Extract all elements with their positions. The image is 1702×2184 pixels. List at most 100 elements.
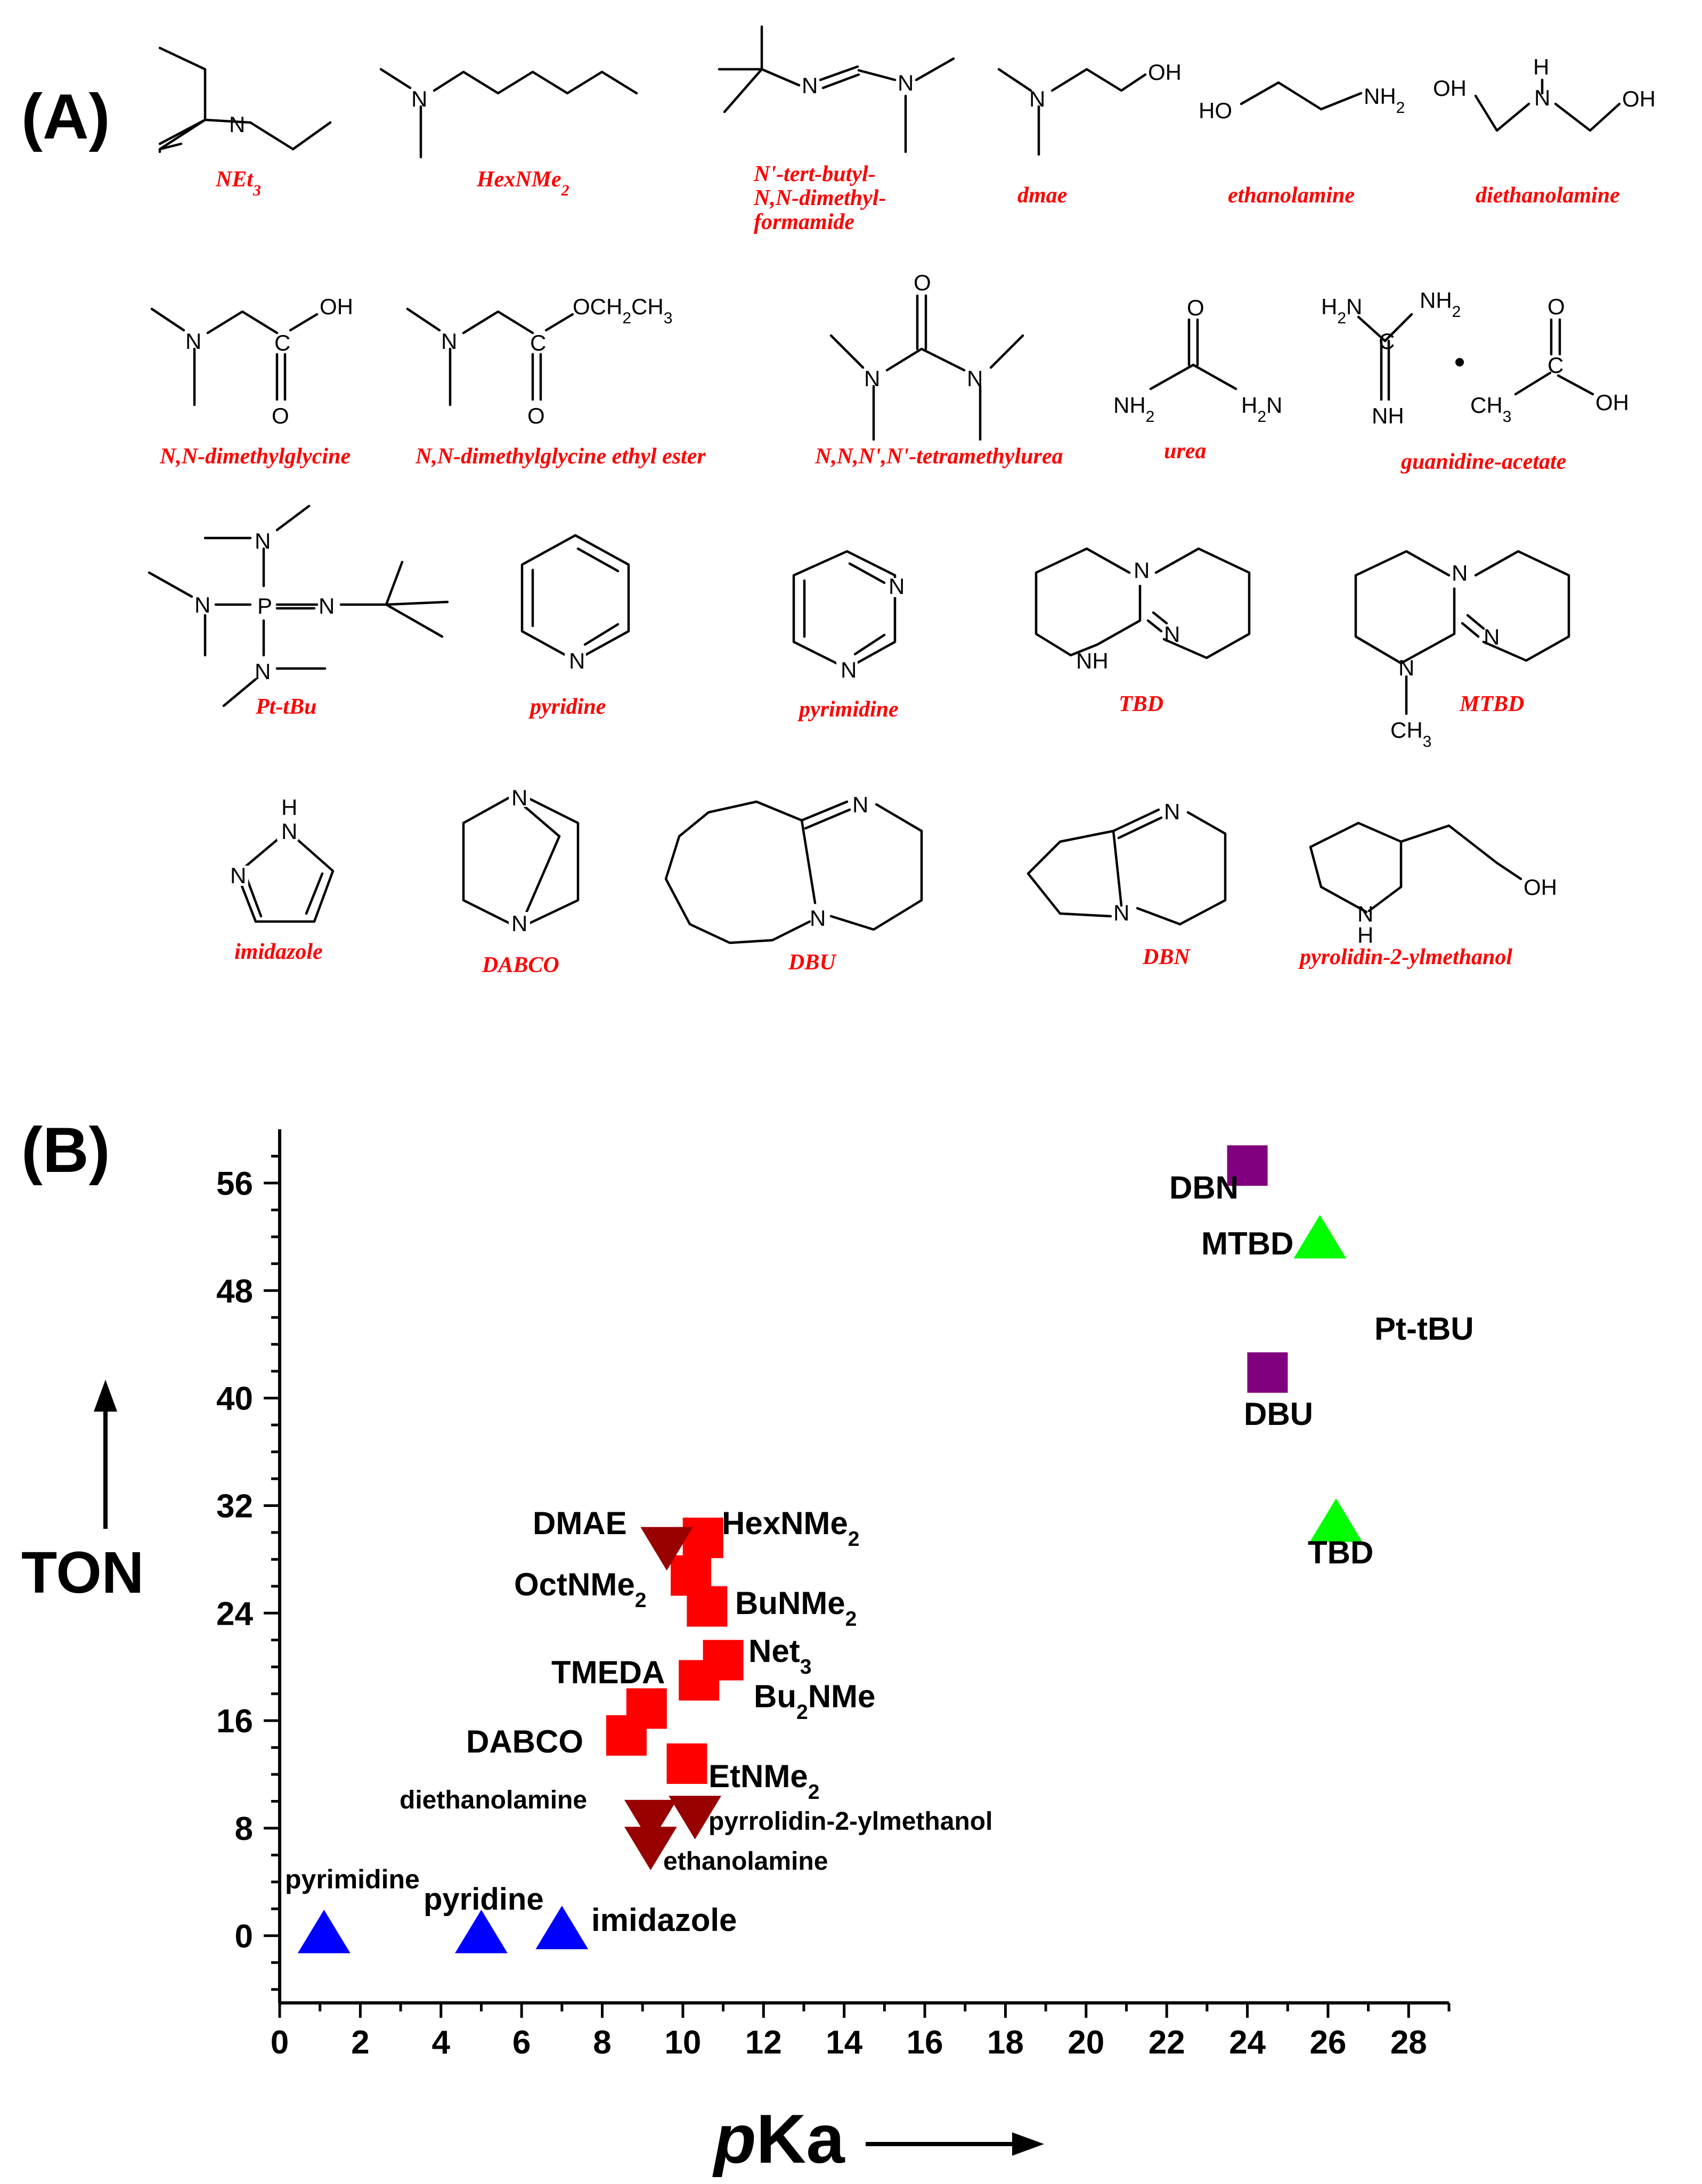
svg-text:O: O <box>272 403 289 428</box>
y-tick-label: 56 <box>216 1166 253 1202</box>
point-label: pyrimidine <box>285 1864 420 1894</box>
structure-tmu: N N O N,N,N',N'-tetramethylurea <box>815 270 1063 469</box>
svg-text:N: N <box>1134 558 1150 583</box>
x-tick-label: 26 <box>1309 2024 1346 2061</box>
name-dbn: DBN <box>1142 945 1191 969</box>
data-point-triangle-down <box>669 1796 722 1839</box>
y-tick-label: 48 <box>216 1273 253 1310</box>
data-point-triangle-up <box>1309 1498 1363 1542</box>
x-axis-title: pKa <box>712 2100 845 2178</box>
structure-dbu: N N DBU <box>664 792 923 975</box>
svg-text:N: N <box>889 574 905 599</box>
svg-text:N: N <box>569 648 585 673</box>
x-axis-arrow-head <box>1012 2132 1044 2156</box>
structure-pyrrolidinylmethanol: N H OH pyrolidin-2-ylmethanol <box>1298 821 1557 969</box>
svg-text:CH3: CH3 <box>1390 718 1431 751</box>
svg-text:N: N <box>229 112 245 137</box>
svg-text:N: N <box>1452 560 1468 585</box>
data-point-square <box>682 1518 723 1559</box>
svg-text:N: N <box>810 906 826 931</box>
svg-text:N: N <box>185 329 201 354</box>
data-point-triangle-down <box>624 1799 677 1844</box>
svg-text:N: N <box>1398 655 1414 680</box>
svg-text:N,N-dimethyl-: N,N-dimethyl- <box>753 186 886 210</box>
svg-text:N: N <box>1113 900 1129 925</box>
svg-text:O: O <box>1187 295 1204 320</box>
point-label: ethanolamine <box>663 1847 828 1876</box>
x-tick-label: 24 <box>1229 2024 1266 2061</box>
svg-text:O: O <box>527 403 545 428</box>
data-point-triangle-down <box>624 1827 677 1871</box>
data-point-triangle-up <box>1293 1215 1347 1259</box>
svg-text:C: C <box>530 330 546 355</box>
name-mtbd: MTBD <box>1459 692 1524 716</box>
x-tick-label: 8 <box>593 2024 611 2061</box>
x-tick-label: 6 <box>512 2024 531 2061</box>
structure-ethanolamine: HO NH2 ethanolamine <box>1199 81 1405 208</box>
svg-text:N: N <box>281 819 297 844</box>
svg-text:P: P <box>257 593 272 618</box>
y-tick-label: 16 <box>216 1703 253 1740</box>
x-tick-label: 16 <box>907 2024 943 2061</box>
svg-text:H2N: H2N <box>1241 393 1282 426</box>
point-label: OctNMe2 <box>514 1567 646 1612</box>
y-tick-label: 32 <box>216 1488 253 1525</box>
structure-dabco: N N DABCO <box>462 785 580 977</box>
name-diethanolamine: diethanolamine <box>1476 183 1620 208</box>
structure-urea: O NH2 H2N urea <box>1113 295 1282 463</box>
svg-text:OH: OH <box>320 294 353 319</box>
svg-text:OH: OH <box>1595 390 1629 415</box>
svg-text:N: N <box>194 592 210 617</box>
structure-pt-tbu: N N P N N Pt-tBu <box>148 504 449 719</box>
point-label: TMEDA <box>551 1655 665 1690</box>
panel-a-label: (A) <box>21 81 110 152</box>
svg-text:N: N <box>841 657 857 682</box>
svg-text:C: C <box>1379 329 1395 354</box>
svg-text:N: N <box>230 863 246 888</box>
svg-text:N'-tert-butyl-: N'-tert-butyl- <box>753 162 876 186</box>
name-dabco: DABCO <box>482 953 559 977</box>
name-dmg-ester: N,N-dimethylglycine ethyl ester <box>415 444 706 469</box>
svg-text:HO: HO <box>1199 98 1232 123</box>
point-label: pyrrolidin-2-ylmethanol <box>709 1807 992 1836</box>
svg-text:N: N <box>852 792 868 817</box>
svg-text:N: N <box>255 528 271 553</box>
data-point-square <box>687 1586 728 1627</box>
data-point-square <box>606 1715 647 1756</box>
svg-text:N: N <box>1164 622 1180 647</box>
point-label: pyridine <box>424 1882 544 1917</box>
svg-text:N: N <box>319 593 335 618</box>
structure-dmg-ester: N C O OCH2CH3 N,N-dimethylglycine ethyl … <box>406 294 706 469</box>
y-tick-label: 8 <box>235 1811 253 1847</box>
svg-text:N: N <box>1029 86 1045 111</box>
name-dmg: N,N-dimethylglycine <box>159 444 351 469</box>
svg-text:N: N <box>898 70 914 95</box>
data-point-triangle-up <box>455 1910 508 1953</box>
name-urea: urea <box>1164 439 1206 463</box>
svg-text:H: H <box>1357 923 1373 948</box>
svg-text:H: H <box>281 795 297 820</box>
svg-text:N: N <box>802 73 818 98</box>
point-label: Net3 <box>748 1633 811 1678</box>
svg-text:O: O <box>1548 294 1565 319</box>
svg-text:NH2: NH2 <box>1364 84 1405 117</box>
svg-text:H: H <box>1533 54 1549 79</box>
svg-text:O: O <box>914 270 931 295</box>
name-hexnme2: HexNMe2 <box>476 167 569 199</box>
y-axis-arrow-head <box>94 1380 117 1412</box>
point-label: diethanolamine <box>400 1786 587 1814</box>
x-tick-label: 14 <box>826 2024 862 2061</box>
point-label: DBN <box>1169 1170 1239 1205</box>
structure-mtbd: N N N CH3 MTBD <box>1354 550 1570 751</box>
structures-panel: (A) N NEt3 N HexNMe2 N N N'-tert-butyl- … <box>21 25 1656 977</box>
point-label: EtNMe2 <box>709 1758 819 1804</box>
svg-text:N: N <box>1357 901 1373 926</box>
data-point-square <box>1247 1352 1288 1393</box>
point-label: DBU <box>1244 1396 1313 1432</box>
name-pt-tbu: Pt-tBu <box>255 695 316 719</box>
name-imidazole: imidazole <box>234 940 323 964</box>
svg-text:NH2: NH2 <box>1420 288 1461 321</box>
svg-text:OH: OH <box>1148 60 1182 85</box>
